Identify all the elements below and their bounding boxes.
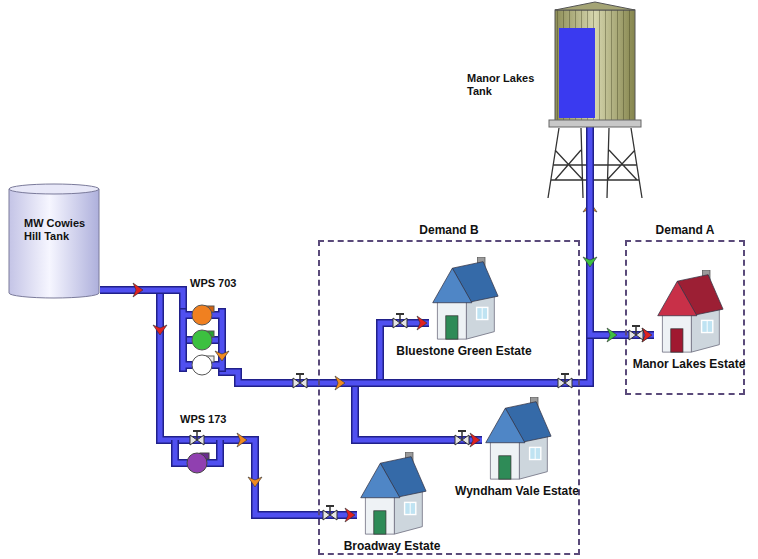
zone-heading: Demand B	[320, 224, 578, 238]
water-tower	[545, 0, 645, 200]
house-icon	[429, 257, 499, 341]
valve-symbols	[190, 314, 643, 520]
estate-name: Broadway Estate	[344, 540, 441, 554]
pipe-connector	[100, 290, 429, 383]
tank-node: MW Cowies Hill Tank	[8, 183, 100, 300]
zone-heading: Demand A	[627, 224, 743, 238]
station-label: WPS 703	[190, 277, 236, 289]
pipe-connector	[590, 200, 654, 342]
estate-name: Wyndham Vale Estate	[455, 485, 579, 499]
estate-node: Bluestone Green Estate	[394, 257, 534, 359]
tank-node: Manor Lakes Tank	[545, 0, 645, 200]
wps173-pump	[187, 453, 209, 473]
tank-name: Manor Lakes Tank	[467, 72, 541, 97]
house-icon	[654, 270, 724, 354]
tank-name: MW Cowies Hill Tank	[24, 217, 94, 242]
arrow-head	[345, 508, 355, 522]
estate-name: Manor Lakes Estate	[633, 358, 746, 372]
arrow-head	[417, 316, 427, 330]
pipe-connector	[100, 290, 654, 383]
house-icon	[482, 397, 552, 481]
arrow-head	[470, 433, 480, 447]
estate-node: Manor Lakes Estate	[631, 270, 748, 372]
house-icon	[357, 452, 427, 536]
flow-chevrons	[133, 257, 617, 487]
estate-node: Broadway Estate	[342, 452, 443, 554]
demand-zone: Demand AManor Lakes Estate	[625, 240, 745, 395]
station-label: WPS 173	[180, 413, 226, 425]
demand-zone: Demand BBluestone Green EstateWyndham Va…	[318, 240, 580, 555]
estate-name: Bluestone Green Estate	[396, 345, 531, 359]
estate-node: Wyndham Vale Estate	[453, 397, 581, 499]
wps703-pumps	[192, 305, 214, 375]
